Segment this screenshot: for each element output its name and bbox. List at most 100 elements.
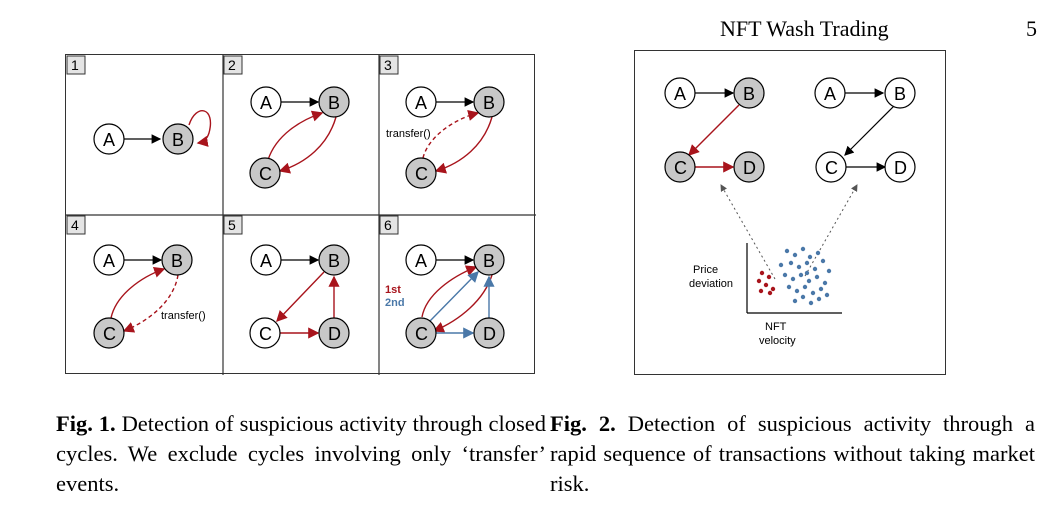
svg-text:C: C [103, 324, 116, 344]
normal-point [802, 284, 808, 290]
normal-point [778, 262, 784, 268]
figure-2-caption-text: Detection of suspicious activity through… [550, 411, 1036, 496]
figure-1-caption-label: Fig. 1. [56, 411, 116, 436]
normal-point [806, 278, 812, 284]
suspicious-point [766, 274, 772, 280]
running-header: NFT Wash Trading [720, 16, 889, 41]
panel-5-number: 5 [223, 215, 243, 235]
normal-point [810, 290, 816, 296]
normal-point [812, 266, 818, 272]
svg-text:4: 4 [71, 217, 79, 233]
normal-point [784, 248, 790, 254]
svg-text:B: B [328, 251, 340, 271]
svg-text:6: 6 [384, 217, 392, 233]
svg-text:B: B [171, 251, 183, 271]
svg-text:A: A [260, 93, 272, 113]
svg-text:B: B [894, 84, 906, 104]
normal-point [824, 292, 830, 298]
fig2-left-graph: A B C D [664, 77, 765, 183]
normal-point [807, 254, 813, 260]
svg-text:D: D [328, 324, 341, 344]
figure-2: A B C D A B C D Price deviation NFT velo… [634, 50, 946, 375]
suspicious-point [767, 290, 773, 296]
svg-text:A: A [824, 84, 836, 104]
normal-point [804, 270, 810, 276]
svg-text:D: D [743, 158, 756, 178]
normal-point [798, 272, 804, 278]
svg-text:A: A [415, 93, 427, 113]
normal-point [792, 298, 798, 304]
suspicious-point [763, 282, 769, 288]
svg-text:1: 1 [71, 57, 79, 73]
normal-point [788, 260, 794, 266]
x-axis-label-2: velocity [759, 335, 796, 347]
panel-1-graph: A B [93, 110, 212, 155]
normal-point [822, 280, 828, 286]
panel-3-number: 3 [379, 55, 399, 75]
svg-text:C: C [674, 158, 687, 178]
normal-point [796, 264, 802, 270]
panel-1-number: 1 [66, 55, 86, 75]
first-label: 1st [385, 284, 401, 296]
figure-2-diagram: A B C D A B C D Price deviation NFT velo… [664, 77, 916, 347]
y-axis-label-2: deviation [689, 278, 733, 290]
normal-point [808, 300, 814, 306]
svg-text:B: B [172, 130, 184, 150]
normal-point [800, 246, 806, 252]
normal-point [820, 258, 826, 264]
suspicious-point [759, 270, 765, 276]
suspicious-point [758, 288, 764, 294]
figure-1-diagram: 1 2 3 4 5 6 A B A B C A B C transfer() [66, 55, 536, 375]
svg-text:A: A [103, 251, 115, 271]
figure-2-caption-label: Fig. 2. [550, 411, 616, 436]
svg-text:C: C [825, 158, 838, 178]
svg-text:B: B [483, 251, 495, 271]
normal-point [816, 296, 822, 302]
transfer-label-3: transfer() [386, 128, 431, 140]
svg-text:B: B [483, 93, 495, 113]
normal-point [782, 272, 788, 278]
suspicious-point [770, 286, 776, 292]
panel-6-graph: A B C D 1st 2nd [385, 244, 505, 349]
svg-text:A: A [674, 84, 686, 104]
svg-text:B: B [743, 84, 755, 104]
svg-text:A: A [260, 251, 272, 271]
svg-text:C: C [259, 164, 272, 184]
page-number: 5 [1026, 16, 1037, 41]
svg-text:D: D [894, 158, 907, 178]
panel-3-graph: A B C transfer() [386, 86, 505, 189]
x-axis-label-1: NFT [765, 321, 787, 333]
normal-point [792, 252, 798, 258]
svg-text:C: C [415, 324, 428, 344]
normal-point [826, 268, 832, 274]
panel-4-number: 4 [66, 215, 86, 235]
normal-point [800, 294, 806, 300]
scatter-plot: Price deviation NFT velocity [689, 243, 842, 347]
second-label: 2nd [385, 297, 405, 309]
panel-5-graph: A B C D [249, 244, 350, 349]
figure-1: 1 2 3 4 5 6 A B A B C A B C transfer() [65, 54, 536, 375]
normal-point [786, 284, 792, 290]
figure-2-caption: Fig. 2. Detection of suspicious activity… [550, 409, 1035, 499]
svg-text:A: A [103, 130, 115, 150]
svg-text:2: 2 [228, 57, 236, 73]
figure-1-caption: Fig. 1. Detection of suspicious activity… [56, 409, 546, 499]
svg-text:C: C [415, 164, 428, 184]
panel-2-number: 2 [223, 55, 243, 75]
transfer-label-4: transfer() [161, 310, 206, 322]
panel-2-graph: A B C [249, 86, 350, 189]
svg-text:3: 3 [384, 57, 392, 73]
suspicious-point [756, 278, 762, 284]
svg-text:C: C [259, 324, 272, 344]
normal-point [794, 288, 800, 294]
normal-point [790, 276, 796, 282]
normal-point [815, 250, 821, 256]
normal-point [818, 286, 824, 292]
svg-text:B: B [328, 93, 340, 113]
panel-4-graph: A B C transfer() [93, 244, 206, 349]
svg-text:A: A [415, 251, 427, 271]
y-axis-label-1: Price [693, 264, 718, 276]
fig2-right-graph: A B C D [814, 77, 916, 183]
svg-text:5: 5 [228, 217, 236, 233]
panel-6-number: 6 [379, 215, 399, 235]
